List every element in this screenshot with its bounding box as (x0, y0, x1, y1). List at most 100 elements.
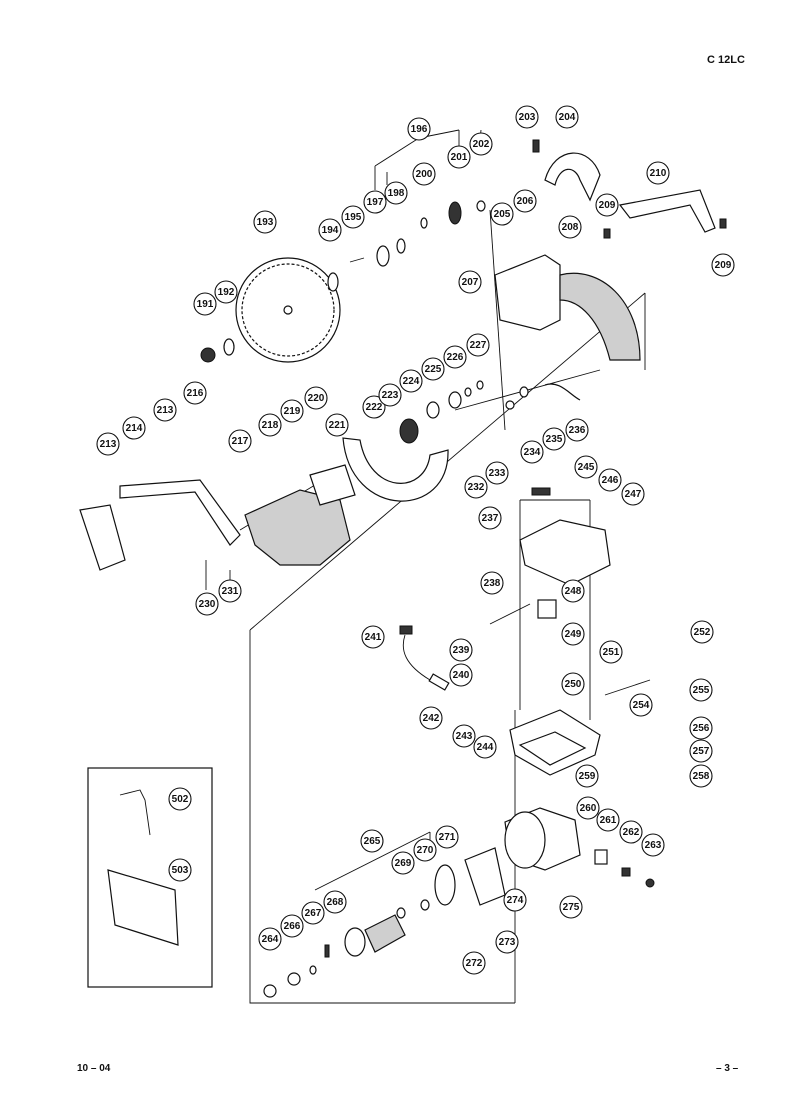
part-callout-circle (452, 724, 476, 748)
part-callout-221: 221 (325, 413, 349, 437)
part-callout-circle (413, 838, 437, 862)
lower-guard (342, 437, 449, 502)
part-number-label: 221 (329, 420, 346, 431)
part-callout-269: 269 (391, 851, 415, 875)
part-callout-circle (473, 735, 497, 759)
part-callout-circle (561, 579, 585, 603)
part-number-label: 232 (468, 482, 485, 493)
part-callout-circle (478, 506, 502, 530)
part-callout-circle (462, 951, 486, 975)
part-callout-circle (280, 914, 304, 938)
bearings (263, 944, 330, 998)
part-callout-257: 257 (689, 739, 713, 763)
part-callout-234: 234 (520, 440, 544, 464)
part-callout-circle (641, 833, 665, 857)
part-callout-circle (711, 253, 735, 277)
part-callout-216: 216 (183, 381, 207, 405)
part-number-label: 254 (633, 700, 650, 711)
part-number-label: 223 (382, 390, 399, 401)
part-callout-circle (646, 161, 670, 185)
part-number-label: 242 (423, 713, 440, 724)
part-callout-275: 275 (559, 895, 583, 919)
part-callout-268: 268 (323, 890, 347, 914)
part-number-label: 230 (199, 599, 216, 610)
part-callout-circle (280, 399, 304, 423)
part-callout-252: 252 (690, 620, 714, 644)
part-number-label: 246 (602, 475, 619, 486)
part-number-label: 251 (603, 647, 620, 658)
part-callout-250: 250 (561, 672, 585, 696)
part-callout-227: 227 (466, 333, 490, 357)
part-callout-circle (323, 890, 347, 914)
part-callout-274: 274 (503, 888, 527, 912)
part-callout-circle (195, 592, 219, 616)
part-number-label: 213 (157, 405, 174, 416)
part-number-label: 224 (403, 376, 420, 387)
part-number-label: 247 (625, 489, 642, 500)
part-number-label: 222 (366, 402, 383, 413)
part-callout-circle (480, 571, 504, 595)
part-callout-273: 273 (495, 930, 519, 954)
part-number-label: 255 (693, 685, 710, 696)
part-callout-circle (542, 427, 566, 451)
part-callout-231: 231 (218, 579, 242, 603)
part-number-label: 265 (364, 836, 381, 847)
part-number-label: 207 (462, 277, 479, 288)
part-number-label: 234 (524, 447, 541, 458)
part-number-label: 231 (222, 586, 239, 597)
part-number-label: 244 (477, 742, 494, 753)
part-callout-245: 245 (574, 455, 598, 479)
part-callout-256: 256 (689, 716, 713, 740)
part-callout-238: 238 (480, 571, 504, 595)
part-callout-260: 260 (576, 796, 600, 820)
part-callout-circle (574, 455, 598, 479)
part-number-label: 206 (517, 196, 534, 207)
part-number-label: 268 (327, 897, 344, 908)
part-number-label: 258 (693, 771, 710, 782)
part-callout-247: 247 (621, 482, 645, 506)
part-callout-circle (490, 202, 514, 226)
part-callout-circle (122, 416, 146, 440)
part-callout-circle (391, 851, 415, 875)
part-number-label: 208 (562, 222, 579, 233)
part-callout-circle (575, 764, 599, 788)
part-callout-225: 225 (421, 357, 445, 381)
part-callout-circle (318, 218, 342, 242)
part-callout-circle (153, 398, 177, 422)
part-callout-201: 201 (447, 145, 471, 169)
part-number-label: 210 (650, 168, 667, 179)
part-callout-circle (555, 105, 579, 129)
part-callout-circle (363, 190, 387, 214)
part-number-label: 202 (473, 139, 490, 150)
part-callout-circle (458, 270, 482, 294)
gear-case (494, 254, 641, 361)
part-number-label: 259 (579, 771, 596, 782)
part-callout-circle (596, 808, 620, 832)
part-callout-circle (595, 193, 619, 217)
part-callout-213: 213 (96, 432, 120, 456)
part-number-label: 198 (388, 188, 405, 199)
part-callout-circle (361, 625, 385, 649)
part-number-label: 194 (322, 225, 339, 236)
part-callout-circle (304, 386, 328, 410)
part-number-label: 236 (569, 425, 586, 436)
part-callout-circle (407, 117, 431, 141)
part-callout-circle (341, 205, 365, 229)
part-callout-circle (513, 189, 537, 213)
part-number-label: 233 (489, 468, 506, 479)
part-callout-254: 254 (629, 693, 653, 717)
part-number-label: 217 (232, 436, 249, 447)
part-callout-259: 259 (575, 764, 599, 788)
part-number-label: 239 (453, 645, 470, 656)
part-callout-circle (449, 638, 473, 662)
part-callout-204: 204 (555, 105, 579, 129)
part-callout-circle (598, 468, 622, 492)
part-callout-circle (576, 796, 600, 820)
part-callout-271: 271 (435, 825, 459, 849)
part-callout-209: 209 (595, 193, 619, 217)
part-callout-237: 237 (478, 506, 502, 530)
part-callout-220: 220 (304, 386, 328, 410)
part-callout-223: 223 (378, 383, 402, 407)
part-number-label: 197 (367, 197, 384, 208)
part-callout-circle (690, 620, 714, 644)
